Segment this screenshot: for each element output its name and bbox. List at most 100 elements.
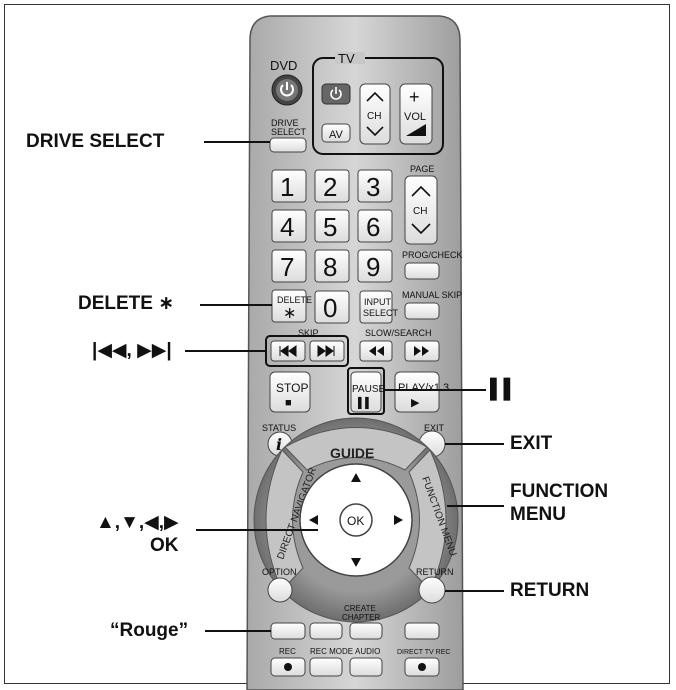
option-label: OPTION [262, 567, 297, 577]
rec-mode-button[interactable] [309, 657, 343, 677]
ok-button[interactable] [339, 503, 373, 537]
callout-exit: EXIT [510, 433, 553, 454]
rec-mode-label: REC MODE [310, 647, 353, 656]
power-icon [280, 82, 294, 97]
number-pad: 1 2 3 4 5 6 7 8 9 0 [271, 169, 393, 324]
stop-label: STOP [276, 381, 308, 395]
key-5-label: 5 [323, 212, 337, 242]
page-down-icon [411, 223, 431, 235]
stop-button[interactable] [269, 371, 311, 413]
manual-skip-label: MANUAL SKIP [402, 290, 462, 300]
key-6-label: 6 [366, 212, 380, 242]
arrow-left-icon [309, 515, 318, 525]
tv-label: TV [338, 51, 355, 66]
key-1[interactable] [271, 169, 307, 203]
key-4[interactable] [271, 209, 307, 243]
key-0[interactable] [314, 290, 350, 324]
rouge-button[interactable] [270, 622, 306, 640]
return-button[interactable] [418, 576, 446, 604]
callout-delete: DELETE ∗ [78, 293, 175, 314]
rec-label: REC [279, 647, 296, 656]
page-ch-label: CH [413, 206, 427, 217]
arrow-down-icon [351, 558, 361, 567]
plus-icon: + [409, 87, 420, 107]
tv-ch-label: CH [367, 111, 381, 122]
pause-label: PAUSE [352, 384, 385, 395]
key-2-label: 2 [323, 172, 337, 202]
key-6[interactable] [357, 209, 393, 243]
key-5[interactable] [314, 209, 350, 243]
input-label: INPUT [364, 297, 392, 307]
drive-select-label: DRIVE [271, 118, 299, 128]
rec-dot-icon [284, 663, 292, 671]
option-button[interactable] [267, 577, 293, 603]
exit-key-label: EXIT [424, 423, 445, 433]
page-ch-button[interactable] [404, 175, 438, 245]
audio-label: AUDIO [355, 647, 380, 656]
key-2[interactable] [314, 169, 350, 203]
play-button[interactable] [394, 371, 440, 413]
slow-search-label: SLOW/SEARCH [365, 328, 432, 338]
tv-power-icon [330, 87, 342, 100]
create-chapter-label: CREATE [344, 604, 376, 613]
pause-icon: ▌▌ [358, 396, 372, 410]
av-button[interactable] [321, 123, 351, 143]
tv-ch-button[interactable] [359, 83, 391, 145]
vol-label: VOL [404, 111, 426, 123]
guide-label: GUIDE [330, 445, 374, 461]
key-9[interactable] [357, 249, 393, 283]
callout-return: RETURN [510, 580, 590, 601]
direct-tv-rec-label: DIRECT TV REC [397, 649, 450, 656]
key-8[interactable] [314, 249, 350, 283]
chevron-up-icon [366, 91, 384, 102]
manual-skip-button[interactable] [404, 302, 440, 320]
callout-ok: OK [150, 535, 179, 556]
key-8-label: 8 [323, 252, 337, 282]
callout-drive-select: DRIVE SELECT [26, 131, 165, 152]
skip-back-icon [279, 345, 297, 357]
arrow-right-icon [394, 515, 403, 525]
drive-select-button[interactable] [269, 137, 307, 153]
prog-check-label: PROG/CHECK [402, 250, 463, 260]
create-chapter-label-2: CHAPTER [342, 613, 380, 622]
ok-key-label: OK [347, 514, 364, 528]
info-icon: i [276, 435, 282, 454]
skip-label: SKIP [298, 328, 319, 338]
prog-check-button[interactable] [404, 262, 440, 280]
direct-tv-rec-dot-icon [418, 663, 426, 671]
skip-forward-icon [317, 345, 335, 357]
key-9-label: 9 [366, 252, 380, 282]
input-label-2: SELECT [363, 308, 399, 318]
page-up-icon [411, 185, 431, 197]
callout-function: FUNCTION [510, 481, 609, 502]
callout-pause: ▌▌ [490, 379, 517, 400]
guide-button[interactable] [284, 427, 428, 471]
pause-button[interactable] [350, 371, 382, 413]
green-button[interactable] [309, 622, 343, 640]
callout-rouge: “Rouge” [110, 620, 189, 641]
return-key-label: RETURN [416, 567, 454, 577]
callout-skip: |◀◀, ▶▶| [92, 340, 172, 361]
callout-lines [185, 141, 504, 632]
key-7[interactable] [271, 249, 307, 283]
key-4-label: 4 [280, 212, 294, 242]
input-select-button[interactable] [359, 290, 393, 324]
stop-icon: ■ [285, 397, 292, 409]
tv-group-box [312, 57, 444, 155]
chevron-down-icon [366, 126, 384, 137]
key-0-label: 0 [323, 293, 337, 323]
create-chapter-button[interactable] [349, 622, 383, 640]
blue-button[interactable] [404, 622, 440, 640]
key-3-label: 3 [366, 172, 380, 202]
fast-forward-icon [414, 346, 429, 356]
av-label: AV [329, 129, 344, 141]
drive-select-label-2: SELECT [271, 127, 307, 137]
dvd-label: DVD [270, 58, 297, 73]
vol-wedge-icon [406, 124, 426, 136]
key-3[interactable] [357, 169, 393, 203]
delete-key-label: DELETE [277, 295, 312, 305]
audio-button[interactable] [349, 657, 383, 677]
arrow-up-icon [351, 473, 361, 482]
play-label: PLAY/x1.3 [398, 382, 449, 394]
